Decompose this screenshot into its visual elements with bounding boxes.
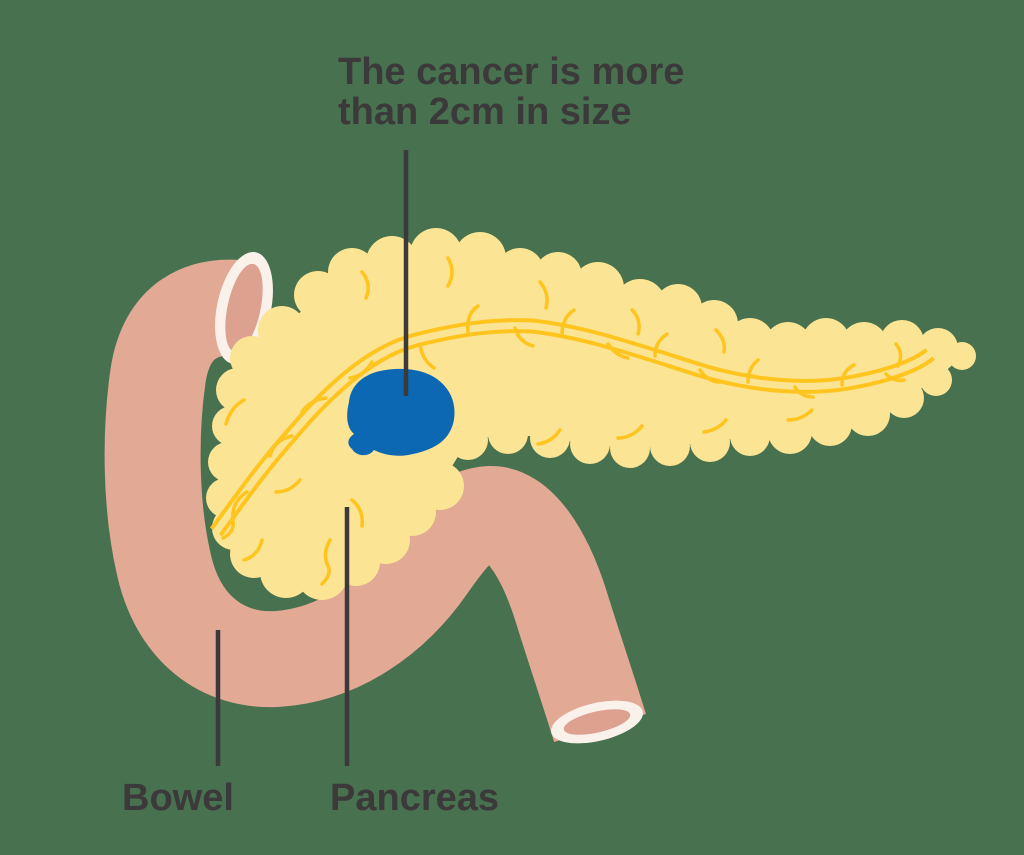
duct-branches [221, 256, 906, 586]
bowel-top-opening [215, 251, 273, 365]
cancer-caption-line1: The cancer is more [338, 51, 684, 93]
pancreas-label: Pancreas [330, 777, 499, 819]
tumor-shape [347, 368, 455, 456]
bowel-top-opening-lumen [225, 263, 263, 353]
pancreatic-duct-lumen [213, 322, 933, 535]
bowel-bottom-opening [551, 700, 643, 744]
pancreas-shape [206, 228, 976, 600]
bowel-shape [104, 251, 646, 744]
bowel-label: Bowel [122, 777, 234, 819]
cancer-caption-line2: than 2cm in size [338, 91, 632, 133]
bowel-bottom-opening-lumen [563, 709, 631, 735]
bowel-tube [104, 259, 646, 743]
